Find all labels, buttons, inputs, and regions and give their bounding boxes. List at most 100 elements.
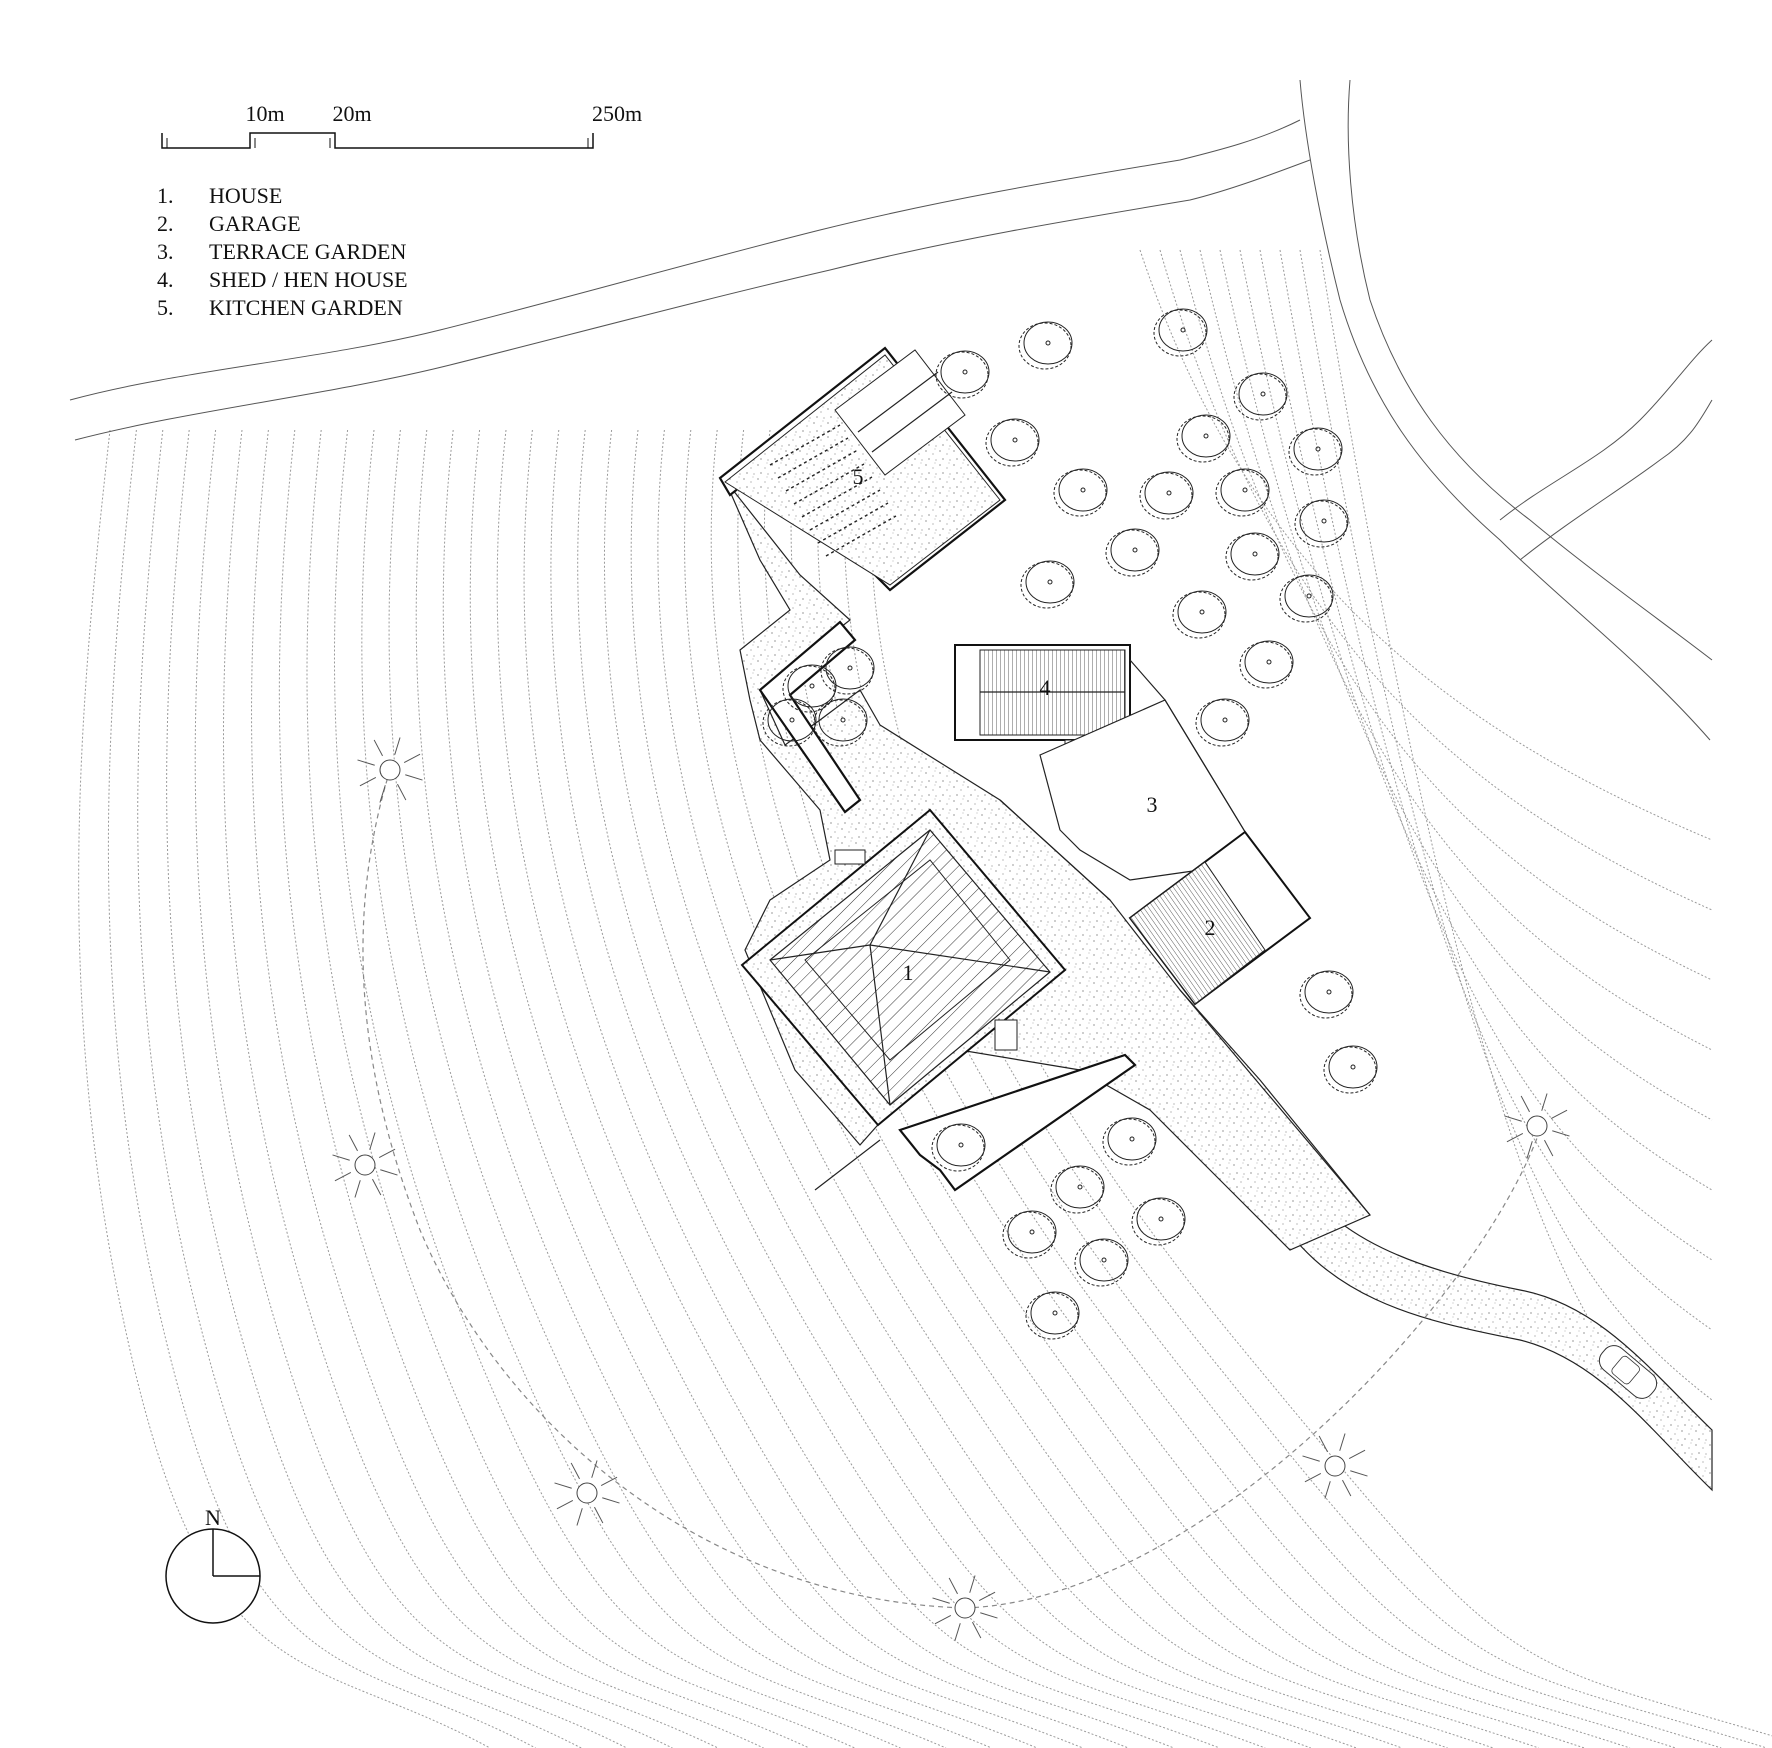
kitchen-garden: 5 bbox=[718, 346, 1007, 592]
label-house: 1 bbox=[903, 960, 914, 985]
tree bbox=[1153, 308, 1208, 357]
contour-line bbox=[1239, 249, 1713, 1191]
contour-line bbox=[251, 429, 764, 1748]
contour-line bbox=[1159, 249, 1713, 911]
legend-name: KITCHEN GARDEN bbox=[209, 295, 403, 320]
label-terrace: 3 bbox=[1147, 792, 1158, 817]
legend-number: 5. bbox=[157, 295, 174, 320]
tree bbox=[1002, 1210, 1057, 1259]
tree bbox=[1279, 574, 1334, 623]
scale-tick-250m: 250m bbox=[592, 101, 642, 126]
legend-item: 2. GARAGE bbox=[157, 211, 301, 236]
contour-line bbox=[737, 429, 1585, 1748]
sun-icon bbox=[332, 1132, 398, 1198]
legend-name: SHED / HEN HOUSE bbox=[209, 267, 408, 292]
contour-line bbox=[523, 429, 1220, 1748]
sun-icon bbox=[1504, 1093, 1570, 1159]
contour-line bbox=[870, 429, 1772, 1737]
sun-icon bbox=[357, 737, 423, 803]
contour-line bbox=[388, 429, 992, 1748]
contour-line bbox=[577, 429, 1311, 1748]
legend-number: 2. bbox=[157, 211, 174, 236]
contour-line bbox=[361, 429, 947, 1748]
tree bbox=[1025, 1291, 1080, 1340]
contour-line bbox=[1299, 249, 1713, 1401]
label-kitchen-garden: 5 bbox=[853, 464, 864, 489]
contour-line bbox=[78, 429, 491, 1748]
contour-line bbox=[630, 429, 1403, 1748]
sun-icon bbox=[554, 1460, 620, 1526]
tree bbox=[762, 698, 817, 747]
legend-item: 5. KITCHEN GARDEN bbox=[157, 295, 403, 320]
tree bbox=[935, 350, 990, 399]
sun-icon bbox=[932, 1575, 998, 1641]
contour-line bbox=[817, 429, 1722, 1748]
tree bbox=[782, 664, 837, 713]
scale-tick-20m: 20m bbox=[332, 101, 371, 126]
tree bbox=[1225, 532, 1280, 581]
sun-positions bbox=[332, 737, 1570, 1641]
tree bbox=[931, 1123, 986, 1172]
house: 1 bbox=[740, 808, 1067, 1127]
contour-line bbox=[550, 429, 1266, 1748]
contour-line bbox=[223, 429, 719, 1748]
tree bbox=[1131, 1197, 1186, 1246]
hedgerow bbox=[69, 79, 1713, 741]
legend-item: 1. HOUSE bbox=[157, 183, 282, 208]
label-garage: 2 bbox=[1205, 915, 1216, 940]
tree bbox=[1195, 698, 1250, 747]
contour-line bbox=[306, 429, 856, 1748]
tree bbox=[1050, 1165, 1105, 1214]
scale-tick-10m: 10m bbox=[245, 101, 284, 126]
contour-line bbox=[710, 429, 1539, 1748]
contour-line bbox=[684, 429, 1494, 1748]
contour-line bbox=[166, 429, 628, 1748]
tree bbox=[1299, 970, 1354, 1019]
label-shed: 4 bbox=[1040, 675, 1051, 700]
tree bbox=[1053, 468, 1108, 517]
tree bbox=[1233, 372, 1288, 421]
tree bbox=[985, 418, 1040, 467]
tree bbox=[1102, 1117, 1157, 1166]
legend-name: TERRACE GARDEN bbox=[209, 239, 407, 264]
contour-line bbox=[1279, 249, 1713, 1331]
legend-number: 4. bbox=[157, 267, 174, 292]
tree bbox=[813, 698, 868, 747]
legend-name: GARAGE bbox=[209, 211, 301, 236]
contour-line bbox=[194, 429, 673, 1748]
gravel-courtyard bbox=[724, 479, 1371, 1251]
sun-path-arc bbox=[362, 769, 1541, 1609]
north-arrow: N bbox=[165, 1505, 261, 1624]
south-garden-wall bbox=[898, 1053, 1137, 1192]
legend: 1. HOUSE 2. GARAGE 3. TERRACE GARDEN 4. … bbox=[157, 183, 408, 320]
contour-line bbox=[790, 429, 1676, 1748]
tree bbox=[1239, 640, 1294, 689]
tree bbox=[1294, 499, 1349, 548]
contour-line bbox=[415, 429, 1038, 1748]
contour-line bbox=[278, 429, 810, 1748]
tree bbox=[820, 646, 875, 695]
driveway bbox=[1264, 1163, 1713, 1492]
legend-number: 3. bbox=[157, 239, 174, 264]
legend-item: 4. SHED / HEN HOUSE bbox=[157, 267, 408, 292]
legend-number: 1. bbox=[157, 183, 174, 208]
contour-line bbox=[1179, 249, 1713, 981]
contour-line bbox=[763, 429, 1631, 1748]
contour-line bbox=[843, 429, 1767, 1748]
garage: 2 bbox=[1128, 830, 1312, 1006]
legend-item: 3. TERRACE GARDEN bbox=[157, 239, 407, 264]
legend-name: HOUSE bbox=[209, 183, 282, 208]
terrace-garden: 3 bbox=[1039, 659, 1251, 881]
tree bbox=[1074, 1238, 1129, 1287]
scale-bar: 10m 20m 250m bbox=[161, 101, 642, 149]
car-icon bbox=[1598, 1345, 1658, 1399]
tree bbox=[1172, 590, 1227, 639]
tree bbox=[1288, 427, 1343, 476]
contour-line bbox=[1259, 249, 1713, 1261]
contour-line bbox=[137, 429, 582, 1748]
contour-line bbox=[1139, 249, 1713, 841]
tree bbox=[1020, 560, 1075, 609]
contour-line bbox=[334, 429, 901, 1748]
orchard-trees bbox=[762, 308, 1378, 1340]
